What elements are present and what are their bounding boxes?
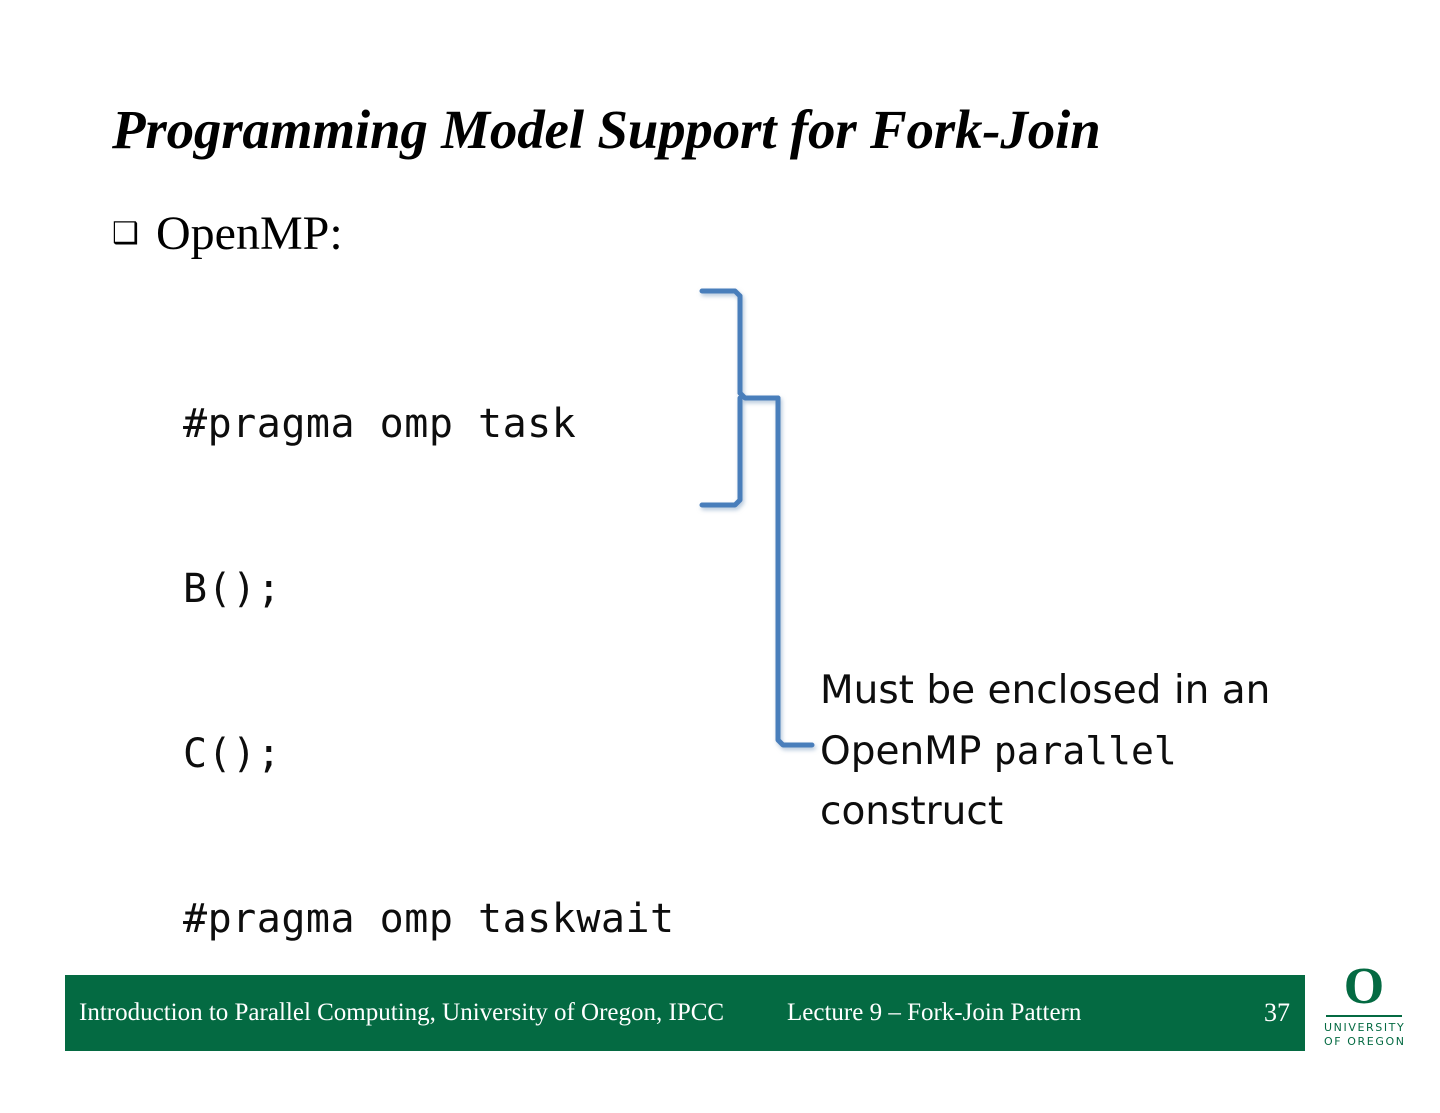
code-line: #pragma omp task	[183, 401, 577, 447]
annotation-keyword-parallel: parallel	[993, 729, 1177, 773]
square-bullet-icon: ❑	[112, 216, 139, 251]
annotation-line-2: OpenMP parallel	[820, 721, 1320, 782]
footer-page-number: 37	[1264, 998, 1290, 1027]
bullet-item-openmp: ❑ OpenMP:	[112, 205, 343, 263]
footer-lecture-label: Lecture 9 – Fork-Join Pattern	[787, 999, 1082, 1026]
logo-line-university: UNIVERSITY	[1324, 1021, 1406, 1034]
code-line: #pragma omp taskwait	[183, 896, 675, 942]
footer-bar: Introduction to Parallel Computing, Univ…	[65, 975, 1305, 1051]
code-line: B();	[183, 566, 282, 612]
logo-divider	[1326, 1015, 1402, 1017]
annotation-callout: Must be enclosed in an OpenMP parallel c…	[820, 661, 1320, 842]
logo-line-of-oregon: OF OREGON	[1324, 1035, 1406, 1048]
code-block: #pragma omp task B(); C(); #pragma omp t…	[183, 287, 675, 1057]
university-of-oregon-logo: O UNIVERSITY OF OREGON	[1312, 958, 1416, 1059]
annotation-line-2-prefix: OpenMP	[820, 729, 994, 774]
annotation-line-1: Must be enclosed in an	[820, 668, 1271, 713]
bullet-item-label: OpenMP:	[156, 207, 343, 260]
code-line: C();	[183, 731, 282, 777]
page-title: Programming Model Support for Fork-Join	[112, 99, 1101, 160]
brace-connector-icon	[699, 288, 815, 748]
uo-o-mark-icon: O	[1343, 958, 1385, 1015]
annotation-line-3: construct	[820, 789, 1004, 834]
footer-course-label: Introduction to Parallel Computing, Univ…	[79, 999, 725, 1026]
